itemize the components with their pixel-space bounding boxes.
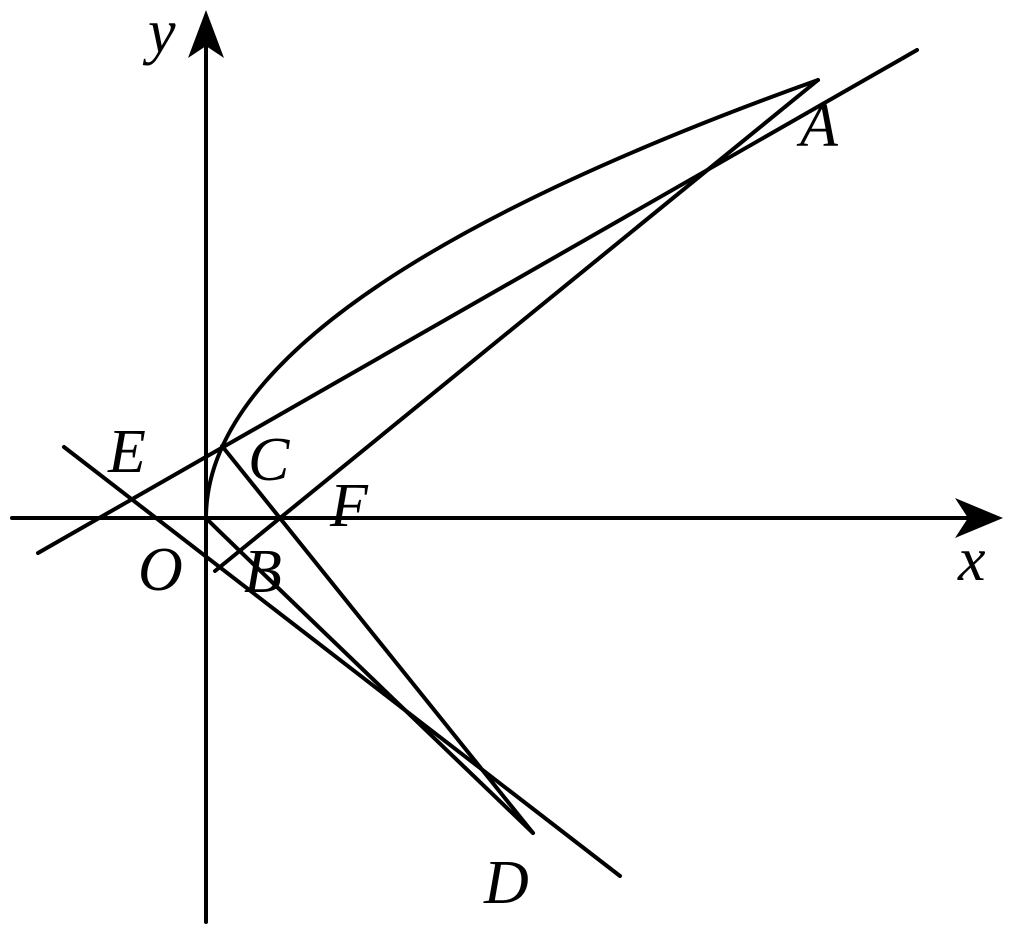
line-ebd [62, 445, 622, 878]
origin-label: O [138, 536, 183, 604]
point-b-label: B [244, 538, 282, 606]
y-axis-arrow [188, 10, 224, 58]
x-axis-arrow [955, 498, 1003, 538]
point-a-label: A [796, 92, 839, 160]
y-axis-label: y [142, 0, 176, 66]
line-eca [36, 48, 919, 555]
parabola [204, 78, 820, 835]
chord-ab [213, 78, 820, 573]
point-e-label: E [107, 418, 146, 486]
point-d-label: D [483, 849, 529, 917]
point-f-label: F [329, 472, 369, 540]
point-c-label: C [248, 426, 290, 494]
x-axis-label: x [957, 526, 986, 594]
